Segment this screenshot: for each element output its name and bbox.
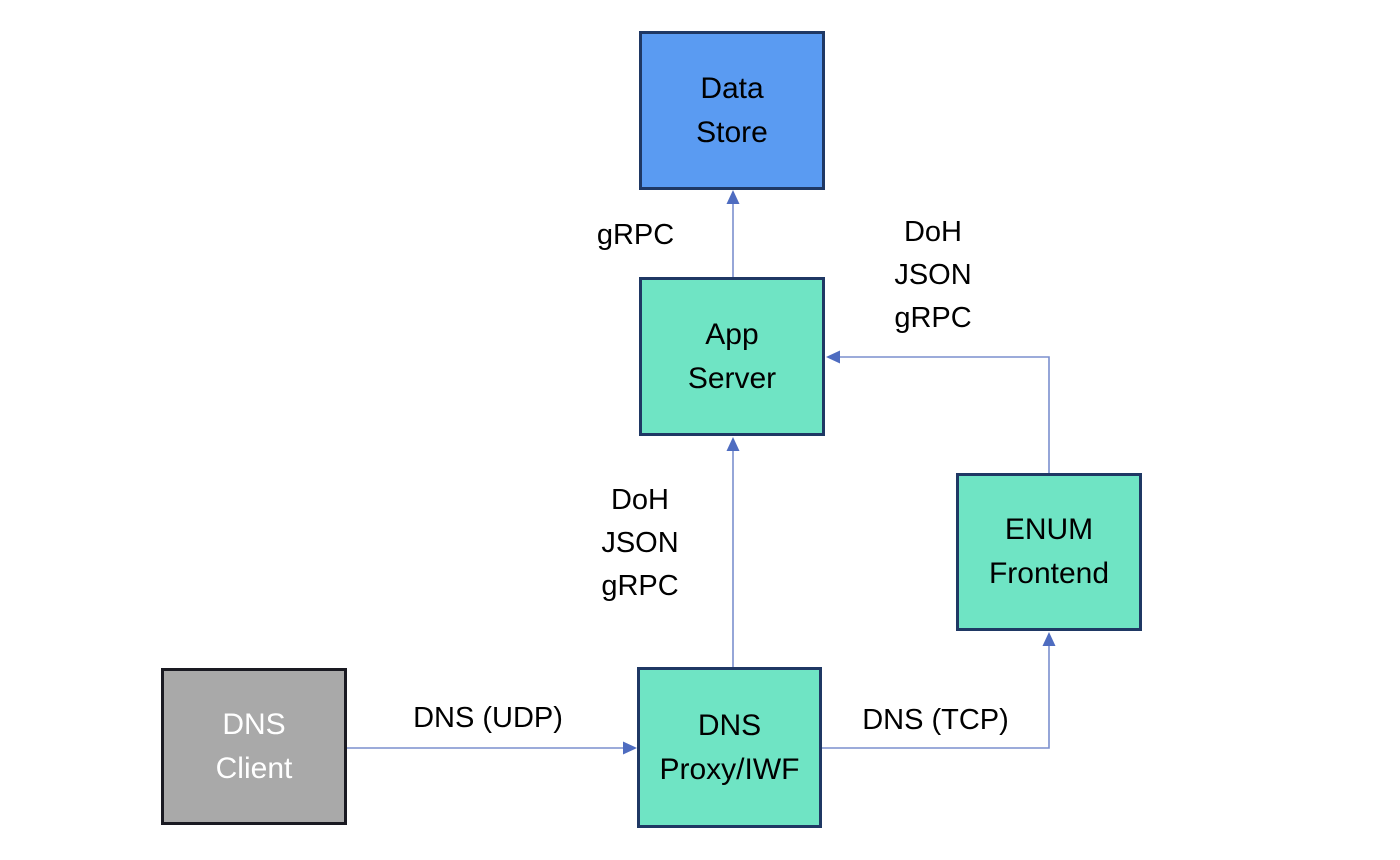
connector-app-server-to-data-store (726, 190, 740, 277)
node-label-line: Frontend (988, 557, 1110, 590)
edge-label-doh-json-grpc-right: DoH JSON gRPC (873, 211, 993, 340)
edge-label-grpc: gRPC (578, 214, 693, 257)
edge-label-line: gRPC (601, 570, 679, 602)
arrowhead-up-icon (726, 437, 740, 451)
arrowhead-up-icon (1042, 632, 1056, 646)
node-label-line: Client (215, 751, 293, 785)
edge-label-doh-json-grpc-middle: DoH JSON gRPC (580, 479, 700, 608)
node-label-line: DNS (697, 708, 762, 742)
node-label-line: ENUM (1004, 513, 1094, 546)
arrowhead-left-icon (826, 350, 840, 364)
edge-label-line: JSON (894, 259, 972, 291)
node-label-line: Store (696, 115, 768, 149)
node-dns-client: DNS Client (161, 668, 347, 825)
edge-label-line: DNS (UDP) (413, 702, 563, 734)
edge-label-line: DNS (TCP) (862, 704, 1009, 736)
edge-label-line: DoH (903, 216, 962, 248)
edge-label-line: JSON (601, 527, 679, 559)
connector-dns-client-to-dns-proxy (347, 741, 637, 755)
node-label-line: App (705, 317, 759, 351)
edge-label-line: gRPC (596, 219, 675, 251)
edge-label-dns-udp: DNS (UDP) (393, 697, 583, 740)
node-app-server: App Server (639, 277, 825, 436)
arrowhead-right-icon (623, 741, 637, 755)
node-label-line: Server (687, 361, 777, 395)
node-label-line: Data (700, 71, 764, 105)
node-dns-proxy-iwf: DNS Proxy/IWF (637, 667, 822, 828)
edge-label-line: DoH (610, 484, 669, 516)
connector-dns-proxy-to-app-server (726, 437, 740, 667)
edge-label-dns-tcp: DNS (TCP) (843, 699, 1028, 742)
node-enum-frontend: ENUM Frontend (956, 473, 1142, 631)
connector-dns-proxy-to-enum-frontend (822, 632, 1056, 749)
node-label-line: DNS (222, 707, 286, 741)
node-label-line: Proxy/IWF (659, 752, 800, 786)
node-data-store: Data Store (639, 31, 825, 190)
arrowhead-up-icon (726, 190, 740, 204)
edge-label-line: gRPC (894, 302, 972, 334)
connector-enum-frontend-to-app-server (826, 350, 1050, 473)
